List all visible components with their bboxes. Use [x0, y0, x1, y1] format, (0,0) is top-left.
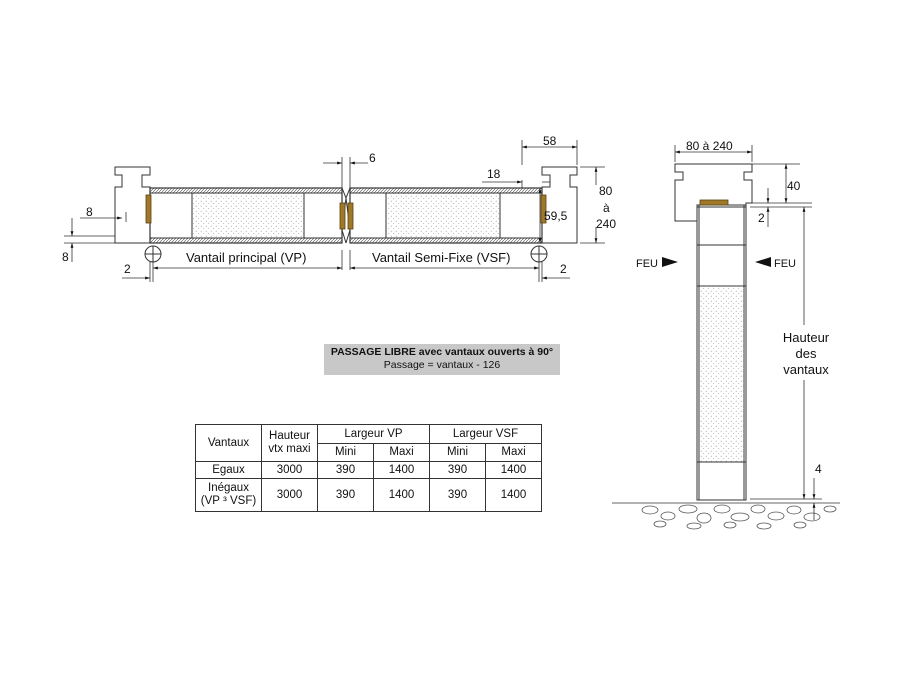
dim-a: à — [603, 201, 610, 215]
section-lintel — [674, 163, 753, 222]
dim-6: 6 — [369, 151, 376, 165]
ground — [612, 502, 840, 530]
dimensions-table: Vantaux Hauteur vtx maxi Largeur VP Larg… — [195, 424, 542, 512]
cell-vsf-mini: 390 — [429, 478, 486, 512]
cell-hauteur: 3000 — [261, 461, 318, 479]
feu-right-label: FEU — [774, 258, 796, 270]
th-largeur-vp: Largeur VP — [317, 424, 430, 444]
dim-59-5: 59,5 — [544, 209, 568, 223]
section-seal — [699, 199, 729, 206]
note-line-1: PASSAGE LIBRE avec vantaux ouverts à 90° — [330, 346, 554, 358]
th-vantaux: Vantaux — [195, 424, 262, 462]
hauteur-label-1: Hauteur — [783, 330, 830, 345]
plan-texts: Vantail principal (VP) Vantail Semi-Fixe… — [62, 134, 616, 276]
note-line-2: Passage = vantaux - 126 — [383, 359, 501, 371]
section-view — [674, 163, 753, 501]
plan-dimension-lines — [64, 140, 605, 282]
dim-2-section: 2 — [758, 211, 765, 225]
cell-hauteur: 3000 — [261, 478, 318, 512]
hauteur-label-2: des — [796, 346, 817, 361]
intumescent-seals — [145, 194, 547, 230]
feu-arrows — [662, 257, 771, 267]
row-label: Inégaux (VP ³ VSF) — [195, 478, 262, 512]
row-label-line2: (VP ³ VSF) — [200, 495, 257, 507]
vp-label: Vantail principal (VP) — [186, 250, 306, 265]
th-vsf-mini: Mini — [429, 443, 486, 462]
table-row: Inégaux (VP ³ VSF) 3000 390 1400 390 140… — [195, 478, 542, 512]
th-vsf-maxi: Maxi — [485, 443, 542, 462]
table-row: Egaux 3000 390 1400 390 1400 — [195, 461, 542, 479]
cell-vp-mini: 390 — [317, 461, 374, 479]
cell-vsf-mini: 390 — [429, 461, 486, 479]
feu-arrow-left-icon — [755, 257, 771, 267]
cell-vp-mini: 390 — [317, 478, 374, 512]
cell-vsf-maxi: 1400 — [485, 461, 542, 479]
feu-left-label: FEU — [636, 258, 658, 270]
th-hauteur: Hauteur vtx maxi — [261, 424, 318, 462]
dim-240: 240 — [596, 217, 616, 231]
th-vp-maxi: Maxi — [373, 443, 430, 462]
dim-40: 40 — [787, 179, 801, 193]
feu-arrow-right-icon — [662, 257, 678, 267]
plan-view — [114, 166, 578, 244]
dim-2-left: 2 — [124, 262, 131, 276]
right-frame — [541, 166, 578, 244]
section-texts: 80 à 240 40 2 4 FEU FEU Hauteur des vant… — [636, 139, 830, 476]
row-label-line1: Inégaux — [208, 482, 249, 494]
cell-vp-maxi: 1400 — [373, 461, 430, 479]
row-label: Egaux — [195, 461, 262, 479]
th-hauteur-line2: vtx maxi — [268, 443, 311, 455]
dim-80: 80 — [599, 184, 613, 198]
cell-vp-maxi: 1400 — [373, 478, 430, 512]
dim-18: 18 — [487, 167, 501, 181]
dim-2-right: 2 — [560, 262, 567, 276]
dim-80-240: 80 à 240 — [686, 139, 733, 153]
th-largeur-vsf: Largeur VSF — [429, 424, 542, 444]
th-vp-mini: Mini — [317, 443, 374, 462]
cell-vsf-maxi: 1400 — [485, 478, 542, 512]
left-frame — [114, 166, 151, 244]
th-hauteur-line1: Hauteur — [269, 430, 310, 442]
passage-libre-note: PASSAGE LIBRE avec vantaux ouverts à 90°… — [324, 344, 560, 375]
hauteur-label-3: vantaux — [783, 362, 829, 377]
vsf-label: Vantail Semi-Fixe (VSF) — [372, 250, 510, 265]
dim-4: 4 — [815, 462, 822, 476]
dim-8-b: 8 — [62, 250, 69, 264]
dim-58: 58 — [543, 134, 557, 148]
section-dimension-lines — [674, 145, 822, 520]
dim-8-a: 8 — [86, 205, 93, 219]
